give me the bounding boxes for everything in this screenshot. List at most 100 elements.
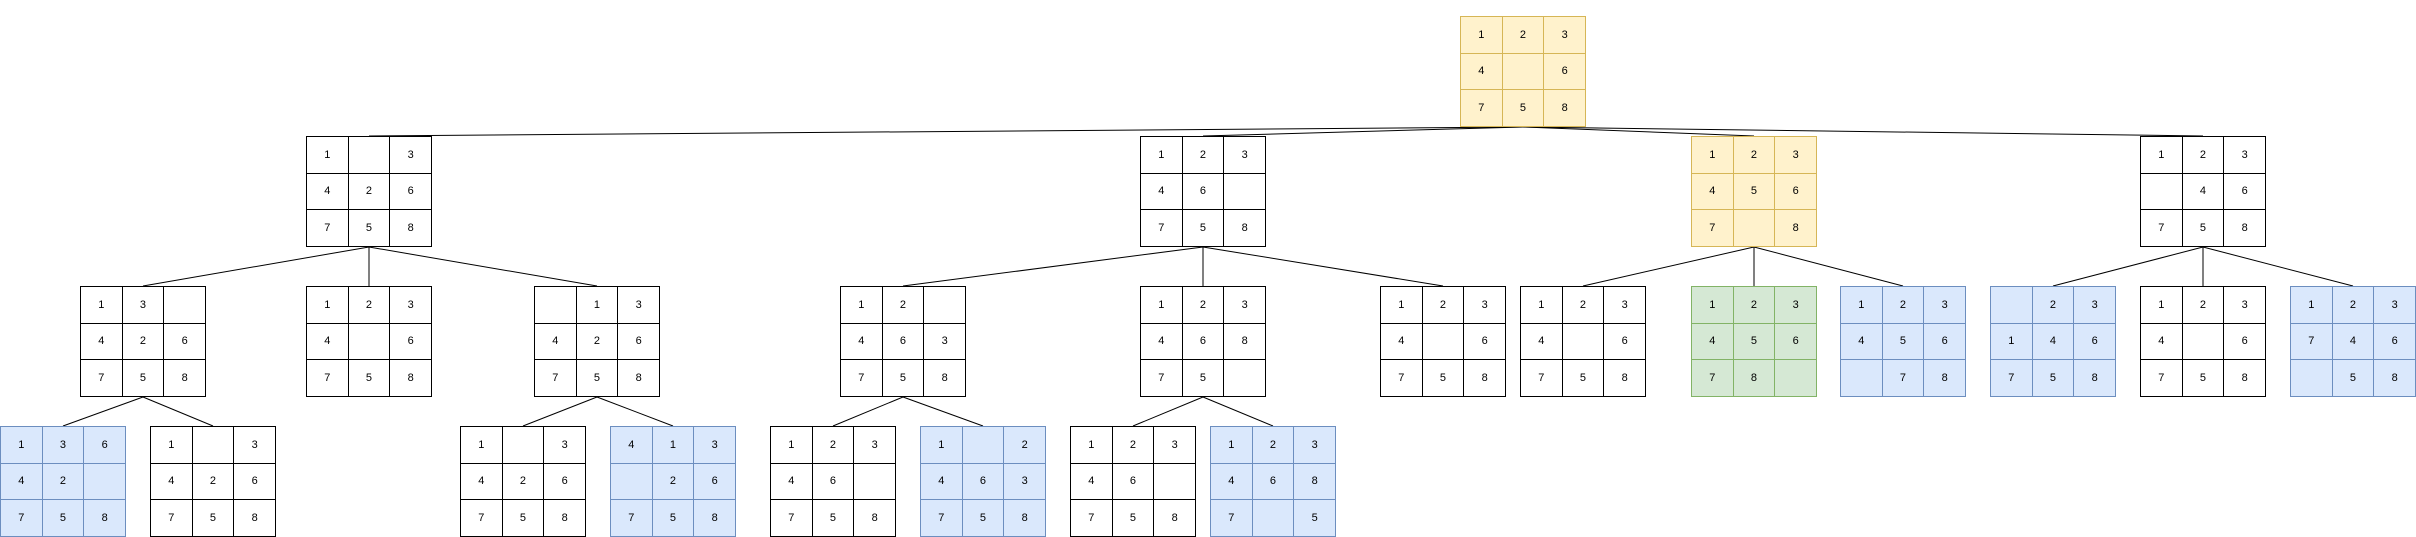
puzzle-cell: 1 <box>307 287 349 324</box>
puzzle-cell: 5 <box>576 360 619 397</box>
puzzle-cell: 3 <box>1464 287 1506 324</box>
puzzle-cell: 1 <box>1841 287 1883 324</box>
puzzle-cell: 1 <box>652 427 695 464</box>
puzzle-cell: 8 <box>2224 360 2266 397</box>
edge-n1-n5 <box>142 246 370 287</box>
puzzle-cell: 2 <box>882 287 925 324</box>
puzzle-cell: 3 <box>854 427 896 464</box>
puzzle-cell: 5 <box>962 500 1005 537</box>
puzzle-blank-cell <box>962 427 1005 464</box>
puzzle-cell: 8 <box>1224 323 1266 361</box>
puzzle-cell: 4 <box>1692 173 1734 211</box>
puzzle-cell: 5 <box>42 500 85 537</box>
puzzle-blank-cell <box>854 463 896 501</box>
puzzle-cell: 8 <box>1544 90 1586 127</box>
puzzle-cell: 1 <box>771 427 813 464</box>
puzzle-cell: 6 <box>1924 323 1966 361</box>
puzzle-cell: 7 <box>841 360 883 397</box>
puzzle-cell: 2 <box>2182 287 2225 324</box>
puzzle-cell: 7 <box>1692 210 1734 247</box>
puzzle-cell: 6 <box>1182 173 1225 211</box>
puzzle-cell: 2 <box>1112 427 1155 464</box>
puzzle-cell: 1 <box>307 137 349 174</box>
puzzle-cell: 4 <box>611 427 653 464</box>
puzzle-cell: 8 <box>1004 500 1046 537</box>
puzzle-cell: 7 <box>307 210 349 247</box>
puzzle-cell: 4 <box>1841 323 1883 361</box>
puzzle-cell: 3 <box>1294 427 1336 464</box>
edge-n3-n13 <box>1753 246 1904 287</box>
puzzle-cell: 6 <box>84 427 126 464</box>
puzzle-cell: 5 <box>882 360 925 397</box>
puzzle-cell: 8 <box>618 360 660 397</box>
puzzle-cell: 7 <box>151 500 193 537</box>
puzzle-cell: 8 <box>2224 210 2266 247</box>
puzzle-cell: 8 <box>1224 210 1266 247</box>
puzzle-cell: 8 <box>2074 360 2116 397</box>
puzzle-cell: 2 <box>192 463 235 501</box>
puzzle-cell: 5 <box>812 500 855 537</box>
puzzle-cell: 4 <box>1 463 43 501</box>
puzzle-cell: 6 <box>1544 53 1586 91</box>
puzzle-cell: 1 <box>2291 287 2333 324</box>
puzzle-cell: 6 <box>1252 463 1295 501</box>
puzzle-cell: 1 <box>1461 17 1503 54</box>
puzzle-cell: 2 <box>1252 427 1295 464</box>
puzzle-cell: 3 <box>1604 287 1646 324</box>
puzzle-cell: 4 <box>1461 53 1503 91</box>
puzzle-cell: 5 <box>1882 323 1925 361</box>
puzzle-cell: 4 <box>1141 173 1183 211</box>
puzzle-blank-cell <box>84 463 126 501</box>
puzzle-cell: 4 <box>535 323 577 361</box>
puzzle-blank-cell <box>1775 360 1817 397</box>
puzzle-cell: 5 <box>348 360 391 397</box>
puzzle-cell: 3 <box>544 427 586 464</box>
puzzle-blank-cell <box>611 463 653 501</box>
puzzle-cell: 3 <box>2224 287 2266 324</box>
edge-n2-n8 <box>902 246 1204 287</box>
puzzle-cell: 7 <box>1461 90 1503 127</box>
puzzle-cell: 4 <box>1381 323 1423 361</box>
puzzle-cell: 6 <box>164 323 206 361</box>
puzzle-cell: 1 <box>921 427 963 464</box>
puzzle-blank-cell <box>2291 360 2333 397</box>
puzzle-cell: 6 <box>962 463 1005 501</box>
edge-n8-n22 <box>902 396 984 427</box>
puzzle-cell: 8 <box>390 210 432 247</box>
puzzle-cell: 7 <box>1 500 43 537</box>
puzzle-cell: 1 <box>1692 287 1734 324</box>
puzzle-cell: 5 <box>1562 360 1605 397</box>
puzzle-cell: 3 <box>618 287 660 324</box>
puzzle-blank-cell <box>1502 53 1545 91</box>
puzzle-cell: 5 <box>1182 210 1225 247</box>
puzzle-cell: 3 <box>1775 137 1817 174</box>
puzzle-cell: 7 <box>1141 210 1183 247</box>
puzzle-blank-cell <box>1841 360 1883 397</box>
puzzle-cell: 4 <box>2332 323 2375 361</box>
edge-n8-n21 <box>832 396 904 427</box>
puzzle-cell: 1 <box>576 287 619 324</box>
puzzle-cell: 3 <box>2074 287 2116 324</box>
puzzle-cell: 5 <box>2182 210 2225 247</box>
puzzle-blank-cell <box>1733 210 1776 247</box>
puzzle-cell: 4 <box>2182 173 2225 211</box>
puzzle-cell: 8 <box>390 360 432 397</box>
puzzle-cell: 2 <box>1004 427 1046 464</box>
puzzle-cell: 6 <box>1464 323 1506 361</box>
puzzle-cell: 6 <box>1112 463 1155 501</box>
puzzle-cell: 4 <box>81 323 123 361</box>
puzzle-blank-cell <box>348 137 391 174</box>
puzzle-cell: 7 <box>535 360 577 397</box>
puzzle-cell: 7 <box>2141 210 2183 247</box>
puzzle-cell: 1 <box>1991 323 2033 361</box>
puzzle-cell: 3 <box>234 427 276 464</box>
